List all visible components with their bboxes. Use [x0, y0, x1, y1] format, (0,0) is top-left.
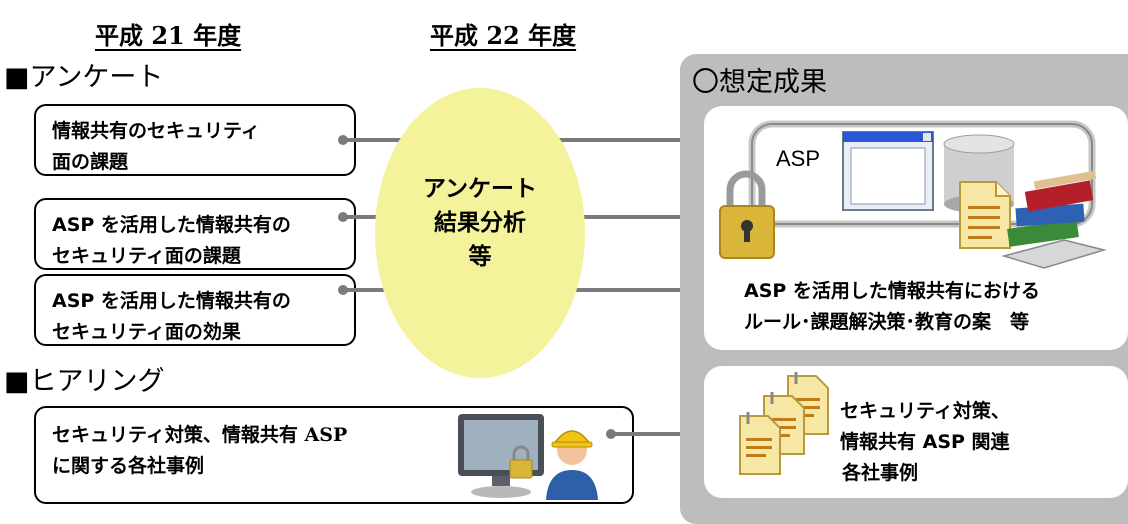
result-title: 〇想定成果 [692, 67, 827, 98]
connector-2-dot [338, 212, 348, 222]
survey-item-1-line-1: 情報共有のセキュリティ [52, 120, 260, 142]
survey-item-3-line-2: セキュリティ面の効果 [52, 321, 241, 343]
hearing-item-line-1: セキュリティ対策、情報共有 ASP [52, 424, 348, 446]
monitor-icon [458, 414, 544, 498]
window-icon [842, 131, 934, 211]
survey-item-2: ASP を活用した情報共有の セキュリティ面の課題 [34, 198, 356, 270]
connector-1-dot [338, 135, 348, 145]
connector-4 [612, 432, 688, 436]
result-card-rules-text: ASP を活用した情報共有における ルール･課題解決策･教育の案 等 [744, 276, 1040, 338]
asp-label: ASP [776, 146, 820, 171]
survey-item-3-line-1: ASP を活用した情報共有の [52, 290, 291, 312]
analysis-label: アンケート 結果分析 等 [375, 172, 585, 274]
survey-item-3: ASP を活用した情報共有の セキュリティ面の効果 [34, 274, 356, 346]
survey-section-label: ■アンケート [4, 62, 164, 93]
hearing-illustration [458, 414, 598, 500]
header-fy21: 平成 21 年度 [95, 21, 242, 50]
header-fy22: 平成 22 年度 [430, 21, 577, 50]
survey-item-1: 情報共有のセキュリティ 面の課題 [34, 104, 356, 176]
connector-3-dot [338, 285, 348, 295]
document-icon [959, 181, 1011, 249]
result-card-rules-line-1: ASP を活用した情報共有における [744, 280, 1040, 302]
analysis-line-1: アンケート [422, 176, 538, 202]
survey-item-2-line-1: ASP を活用した情報共有の [52, 214, 291, 236]
connector-4-dot [606, 429, 616, 439]
worker-icon [546, 430, 598, 500]
documents-icon [739, 372, 829, 475]
analysis-line-3: 等 [468, 244, 492, 270]
survey-item-1-line-2: 面の課題 [52, 151, 129, 173]
result-card-rules-line-2: ルール･課題解決策･教育の案 等 [744, 311, 1030, 333]
lock-icon [719, 170, 775, 259]
analysis-ellipse [375, 88, 585, 378]
small-lock-icon [509, 445, 533, 479]
result-card-cases-line-3: 各社事例 [842, 462, 919, 484]
result-card-cases-line-2: 情報共有 ASP 関連 [840, 431, 1010, 453]
result-card-cases-text: セキュリティ対策、 情報共有 ASP 関連 各社事例 [840, 396, 1010, 489]
result-card-cases-line-1: セキュリティ対策、 [840, 400, 1010, 422]
books-icon [1001, 170, 1107, 269]
survey-item-2-line-2: セキュリティ面の課題 [52, 245, 241, 267]
hearing-section-label: ■ヒアリング [4, 366, 165, 397]
result-card-rules-illustration: ASP [719, 120, 1107, 269]
hearing-item-line-2: に関する各社事例 [52, 455, 205, 477]
analysis-line-2: 結果分析 [434, 210, 526, 236]
